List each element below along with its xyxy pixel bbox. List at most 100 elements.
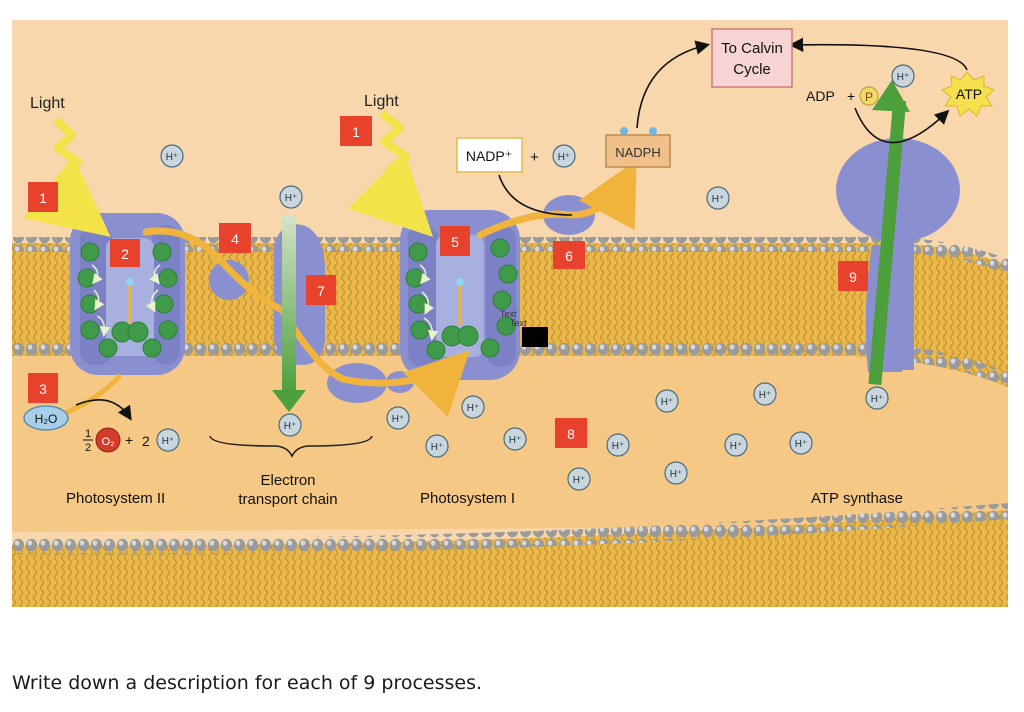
proton-h-plus: H⁺ xyxy=(789,431,813,455)
proton-label: H⁺ xyxy=(730,441,743,452)
svg-text:7: 7 xyxy=(317,283,325,299)
svg-text:1: 1 xyxy=(352,124,360,140)
proton-h-plus: H⁺ xyxy=(606,433,630,457)
atp-synthase-label: ATP synthase xyxy=(811,490,903,507)
photosynthesis-light-reactions-diagram: 1 1 2 3 4 5 6 7 8 9 Light Light Photosys… xyxy=(12,20,1008,607)
light-lightning-bolt-right xyxy=(348,109,433,237)
proton-h-plus: H⁺ xyxy=(279,185,303,209)
atp-synthase-arrowhead xyxy=(872,80,910,112)
svg-text:2: 2 xyxy=(121,246,129,262)
proton-label: H⁺ xyxy=(431,442,444,453)
nadp-reaction-arrow xyxy=(498,174,573,216)
step-box-9: 9 xyxy=(838,261,868,291)
proton-label: H⁺ xyxy=(573,475,586,486)
proton-h-plus: H⁺ xyxy=(664,461,688,485)
proton-label: H⁺ xyxy=(661,397,674,408)
light-lightning-bolt-left xyxy=(23,117,111,237)
oxygen-plus-sign: + xyxy=(125,432,133,448)
proton-h-plus: H⁺ xyxy=(278,413,302,437)
proton-label: H⁺ xyxy=(670,469,683,480)
proton-h-plus: H⁺ xyxy=(156,428,180,452)
svg-text:ATP: ATP xyxy=(956,86,982,102)
proton-label: H⁺ xyxy=(285,193,298,204)
light-label-left: Light xyxy=(30,95,65,112)
svg-text:P: P xyxy=(865,90,873,104)
svg-text:8: 8 xyxy=(567,426,575,442)
placeholder-text-2: Text xyxy=(510,318,527,328)
svg-text:6: 6 xyxy=(565,248,573,264)
proton-label: H⁺ xyxy=(558,152,571,163)
svg-text:NADP⁺: NADP⁺ xyxy=(466,148,512,164)
proton-label: H⁺ xyxy=(162,436,175,447)
step-box-4: 4 xyxy=(219,223,251,253)
proton-h-plus: H⁺ xyxy=(706,186,730,210)
lower-thylakoid-membrane xyxy=(12,503,1008,607)
adp-label: ADP xyxy=(806,88,835,104)
proton-count: 2 xyxy=(142,433,150,449)
photosystem-ii-complex xyxy=(70,213,185,375)
photosystem-i-label: Photosystem I xyxy=(420,490,515,507)
proton-label: H⁺ xyxy=(759,390,772,401)
svg-text:NADPH: NADPH xyxy=(615,145,661,160)
question-text: Write down a description for each of 9 p… xyxy=(12,672,483,694)
half-numerator: 1 xyxy=(85,428,91,440)
proton-group: H⁺H⁺H⁺H⁺H⁺H⁺H⁺H⁺H⁺H⁺H⁺H⁺H⁺H⁺H⁺H⁺H⁺H⁺H⁺ xyxy=(156,64,915,491)
step-box-2: 2 xyxy=(110,239,140,267)
proton-label: H⁺ xyxy=(871,394,884,405)
step-box-1-right: 1 xyxy=(340,116,372,146)
black-redaction-box xyxy=(522,327,548,347)
step-box-6: 6 xyxy=(553,241,585,269)
proton-h-plus: H⁺ xyxy=(552,144,576,168)
light-label-right: Light xyxy=(364,93,399,110)
step-box-7: 7 xyxy=(306,275,336,305)
svg-text:H₂O: H₂O xyxy=(35,412,58,426)
proton-h-plus: H⁺ xyxy=(753,382,777,406)
proton-label: H⁺ xyxy=(612,441,625,452)
proton-h-plus: H⁺ xyxy=(724,433,748,457)
photosystem-ii-label: Photosystem II xyxy=(66,490,165,507)
proton-label: H⁺ xyxy=(467,403,480,414)
adp-plus-sign: + xyxy=(847,88,855,104)
photosystem-i-complex xyxy=(400,210,520,380)
step-box-5: 5 xyxy=(440,226,470,256)
nadph-box: NADPH xyxy=(605,127,671,168)
proton-label: H⁺ xyxy=(392,414,405,425)
proton-label: H⁺ xyxy=(284,421,297,432)
proton-label: H⁺ xyxy=(166,152,179,163)
nadp-plus-sign: + xyxy=(530,149,539,166)
oxygen-molecule: O₂ xyxy=(95,427,121,453)
placeholder-text-1: Text xyxy=(500,309,517,319)
svg-text:1: 1 xyxy=(39,190,47,206)
proton-pump-arrow xyxy=(282,215,296,395)
atp-starburst: ATP xyxy=(941,71,995,117)
proton-h-plus: H⁺ xyxy=(386,406,410,430)
step-box-1-left: 1 xyxy=(28,182,58,212)
calvin-label-line2: Cycle xyxy=(733,61,771,78)
step-box-8: 8 xyxy=(555,418,587,448)
proton-h-plus: H⁺ xyxy=(160,144,184,168)
etc-label-line2: transport chain xyxy=(238,491,337,508)
proton-label: H⁺ xyxy=(897,72,910,83)
svg-text:O₂: O₂ xyxy=(102,436,115,448)
svg-text:9: 9 xyxy=(849,269,857,285)
etc-label-line1: Electron xyxy=(260,472,315,489)
proton-h-plus: H⁺ xyxy=(567,467,591,491)
proton-label: H⁺ xyxy=(795,439,808,450)
calvin-label-line1: To Calvin xyxy=(721,40,783,57)
atp-to-calvin-arrow xyxy=(788,37,968,71)
adp-to-atp-arrow xyxy=(854,107,950,144)
proton-pump-arrowhead xyxy=(272,390,306,412)
etc-brace xyxy=(209,435,373,458)
proton-label: H⁺ xyxy=(712,194,725,205)
nadp-box: NADP⁺ xyxy=(456,137,523,173)
nadph-to-calvin-arrow xyxy=(636,40,711,129)
atp-synthase-proton-arrow xyxy=(868,100,907,386)
svg-text:3: 3 xyxy=(39,381,47,397)
water-molecule: H₂O xyxy=(23,405,69,431)
proton-h-plus: H⁺ xyxy=(461,395,485,419)
proton-h-plus: H⁺ xyxy=(425,434,449,458)
proton-h-plus: H⁺ xyxy=(655,389,679,413)
proton-h-plus: H⁺ xyxy=(865,386,889,410)
half-denominator: 2 xyxy=(85,442,91,454)
calvin-cycle-box: To Calvin Cycle xyxy=(711,28,793,88)
